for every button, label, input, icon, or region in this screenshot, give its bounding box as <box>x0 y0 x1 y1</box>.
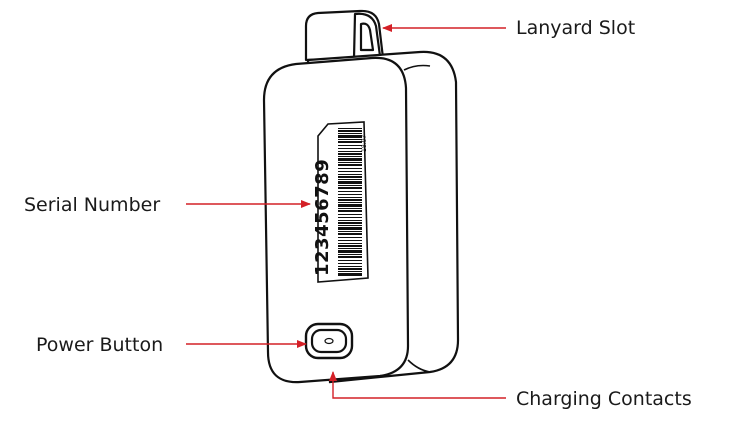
barcode-bar <box>338 199 362 201</box>
callout-power-button: Power Button <box>36 334 163 356</box>
barcode-bar <box>338 139 362 140</box>
barcode-bar <box>338 202 362 203</box>
label-small-code: 18.07 <box>361 135 368 152</box>
barcode-bar <box>338 156 362 157</box>
barcode-bar <box>338 194 362 195</box>
barcode-bar <box>338 231 362 232</box>
barcode-bar <box>338 273 362 276</box>
barcode-bar <box>338 158 362 161</box>
barcode-bar <box>338 191 362 192</box>
barcode-bar <box>338 168 362 169</box>
barcode-bar <box>338 151 362 152</box>
barcode-bar <box>338 176 362 178</box>
barcode-bar <box>338 227 362 230</box>
barcode-bar <box>338 220 362 221</box>
barcode-bar <box>338 208 362 209</box>
barcode-bar <box>338 135 362 138</box>
barcode-bar <box>338 237 362 238</box>
barcode-bar <box>338 128 362 129</box>
barcode-bar <box>338 162 362 163</box>
barcode-bar <box>338 174 362 175</box>
barcode-bar <box>338 271 362 272</box>
barcode-bar <box>338 164 362 166</box>
serial-number-text: 123456789 <box>312 159 333 276</box>
barcode-bar <box>338 268 362 270</box>
power-icon <box>324 337 334 345</box>
barcode-bar <box>338 254 362 255</box>
barcode-bar <box>338 204 362 207</box>
barcode-bar <box>338 266 362 267</box>
barcode-bar <box>338 225 362 226</box>
power-button[interactable] <box>304 322 354 360</box>
barcode-bar <box>338 133 362 134</box>
barcode-bar <box>338 250 362 253</box>
barcode-bar <box>338 243 362 244</box>
barcode-bar <box>338 260 362 261</box>
barcode-bar <box>338 210 362 212</box>
barcode-bar <box>338 214 362 215</box>
barcode-bar <box>338 240 362 241</box>
barcode-bar <box>338 145 362 146</box>
barcode-bar <box>338 217 362 218</box>
barcode-bar <box>338 179 362 180</box>
barcode-bar <box>338 197 362 198</box>
barcode-bar <box>338 187 362 189</box>
barcode-bar <box>338 222 362 224</box>
barcode-bar <box>338 263 362 264</box>
barcode-bar <box>338 171 362 172</box>
barcode-bar <box>338 153 362 155</box>
leader-charging-contacts <box>329 371 506 399</box>
callout-leaders <box>186 24 506 399</box>
barcode-bar <box>338 130 362 132</box>
barcode-bar <box>338 248 362 249</box>
barcode-bar <box>338 148 362 149</box>
barcode-bar <box>338 185 362 186</box>
barcode-bar <box>338 181 362 184</box>
callout-lanyard-slot: Lanyard Slot <box>516 17 635 39</box>
barcode <box>338 128 362 276</box>
callout-serial-number: Serial Number <box>24 194 160 216</box>
barcode-bar <box>338 245 362 247</box>
serial-label: 123456789 18.07 <box>312 121 369 283</box>
callout-charging-contacts: Charging Contacts <box>516 388 692 410</box>
barcode-bar <box>338 141 362 143</box>
lanyard-loop <box>304 9 385 62</box>
barcode-bar <box>338 256 362 258</box>
barcode-bar <box>338 233 362 235</box>
